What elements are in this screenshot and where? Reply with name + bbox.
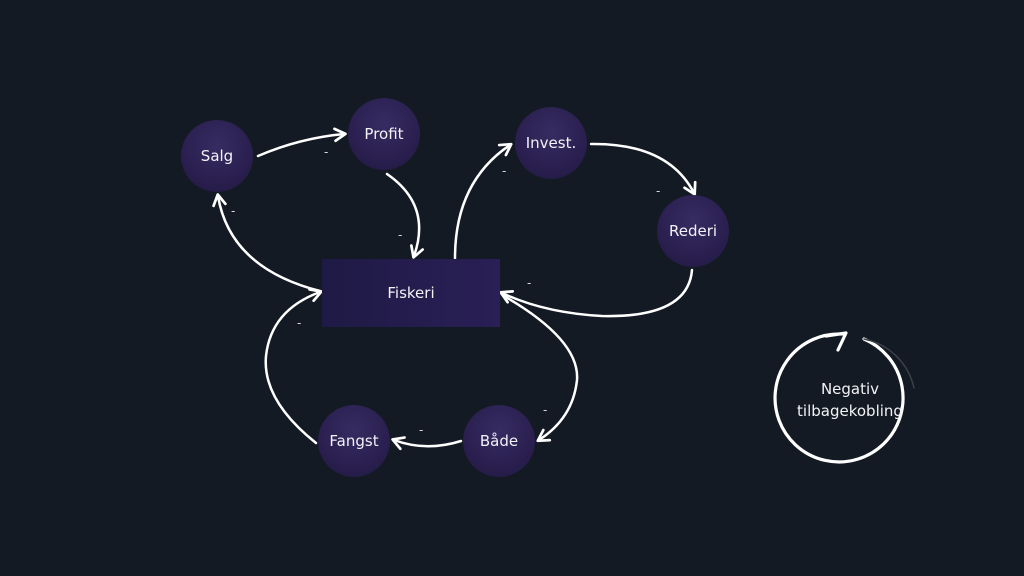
arrow-invest-to-rederi xyxy=(589,142,697,196)
edge-sign-invest-rederi: - xyxy=(656,184,661,198)
arrow-fiskeri-to-bade xyxy=(502,294,579,443)
node-fangst-label: Fangst xyxy=(329,432,379,450)
node-fiskeri-label: Fiskeri xyxy=(387,284,435,302)
legend-label: Negativ tilbagekobling xyxy=(780,378,920,422)
edge-sign-profit-fiskeri: - xyxy=(398,228,403,242)
node-bade: Både xyxy=(463,405,535,477)
legend-line-2: tilbagekobling xyxy=(797,402,903,420)
edge-sign-fiskeri-invest: - xyxy=(502,164,507,178)
node-profit: Profit xyxy=(348,98,420,170)
node-salg-label: Salg xyxy=(200,147,234,165)
edge-sign-rederi-fiskeri: - xyxy=(527,276,532,290)
arrow-rederi-to-fiskeri xyxy=(499,268,694,318)
node-profit-label: Profit xyxy=(364,125,404,143)
arrow-salg-to-profit xyxy=(256,127,347,158)
node-invest: Invest. xyxy=(515,107,587,179)
node-bade-label: Både xyxy=(479,432,519,450)
legend-line-1: Negativ xyxy=(820,380,880,398)
arrow-bade-to-fangst xyxy=(391,436,463,451)
arrow-fangst-to-fiskeri xyxy=(264,288,323,445)
arrow-profit-to-fiskeri xyxy=(385,172,425,259)
node-rederi: Rederi xyxy=(657,195,729,267)
edge-sign-fiskeri-bade: - xyxy=(543,403,548,417)
node-fangst: Fangst xyxy=(318,405,390,477)
arrow-fiskeri-to-invest xyxy=(453,142,513,260)
edge-sign-fiskeri-salg: - xyxy=(231,204,236,218)
node-rederi-label: Rederi xyxy=(668,222,718,240)
node-salg: Salg xyxy=(181,120,253,192)
negative-feedback-cycle-icon xyxy=(773,331,915,464)
arrow-fiskeri-to-salg xyxy=(212,193,322,293)
edge-sign-bade-fangst: - xyxy=(419,423,424,437)
node-fiskeri: Fiskeri xyxy=(322,259,500,327)
node-invest-label: Invest. xyxy=(525,134,577,152)
edge-sign-salg-profit: - xyxy=(324,145,329,159)
edge-sign-fangst-fiskeri: - xyxy=(297,316,302,330)
